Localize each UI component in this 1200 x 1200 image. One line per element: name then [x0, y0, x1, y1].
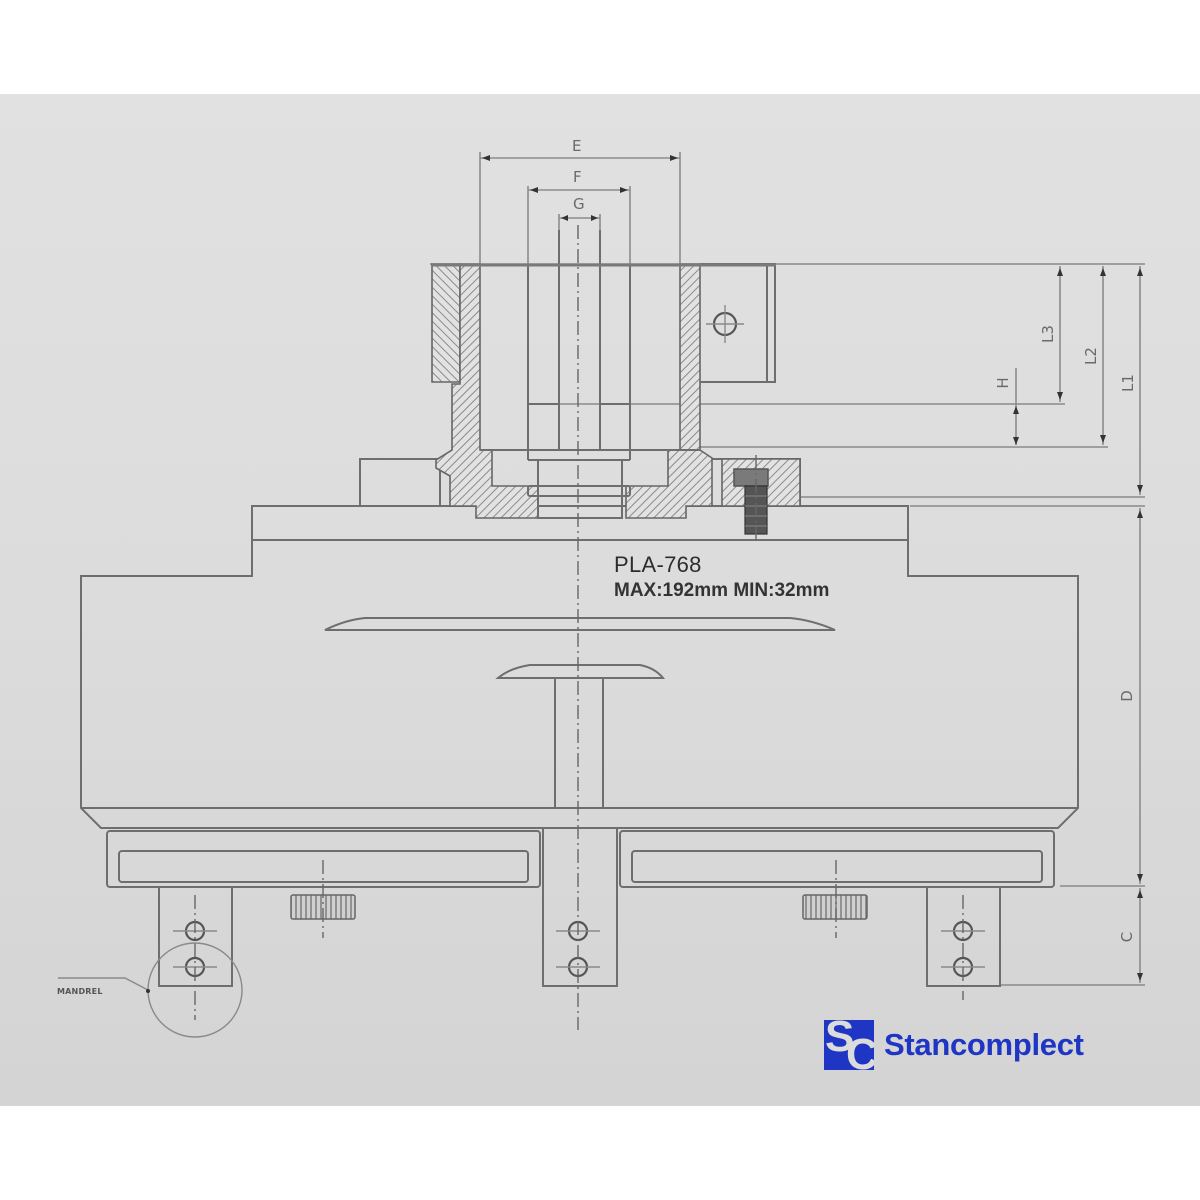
- dim-label-l2: L2: [1082, 347, 1100, 365]
- dim-label-l3: L3: [1039, 325, 1057, 343]
- dimension-top: [479, 152, 681, 265]
- sc-logo-icon: S C: [824, 1020, 874, 1070]
- main-body: [80, 505, 1079, 829]
- model-spec: MAX:192mm MIN:32mm: [614, 580, 830, 601]
- model-name: PLA-768: [614, 552, 702, 577]
- mandrel-label: MANDREL: [57, 987, 103, 996]
- dimension-right: [430, 263, 1145, 986]
- upper-assembly: [359, 230, 801, 545]
- dim-label-l1: L1: [1119, 374, 1137, 392]
- dim-label-h: H: [994, 377, 1012, 388]
- dim-label-f: F: [573, 168, 582, 186]
- brand-logo: S C Stancomplect: [824, 1020, 1084, 1070]
- bottom-rails: [106, 827, 1055, 987]
- mandrel-callout: [58, 942, 243, 1038]
- logo-letter-s: S: [825, 1020, 855, 1061]
- dim-label-d: D: [1118, 690, 1136, 702]
- dim-label-e: E: [572, 137, 581, 155]
- logo-letter-c: C: [846, 1030, 874, 1070]
- dim-label-g: G: [573, 195, 585, 213]
- dim-label-c: C: [1118, 932, 1136, 942]
- model-label: PLA-768 MAX:192mm MIN:32mm: [614, 552, 829, 604]
- brand-name: Stancomplect: [884, 1027, 1084, 1062]
